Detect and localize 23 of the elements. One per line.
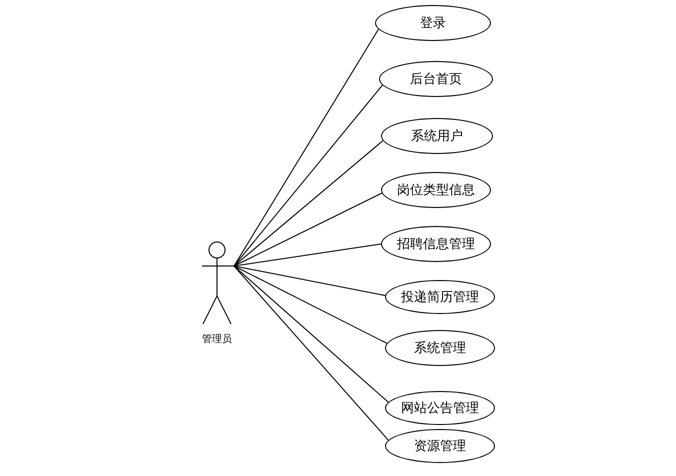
association-line bbox=[234, 140, 384, 266]
use-case-label: 系统用户 bbox=[411, 128, 463, 145]
association-line bbox=[234, 266, 386, 296]
use-case-ellipse bbox=[385, 391, 495, 425]
association-line bbox=[234, 28, 379, 266]
use-case-ellipse bbox=[379, 61, 493, 97]
association-line bbox=[234, 266, 388, 344]
use-case-label: 招聘信息管理 bbox=[397, 236, 475, 253]
actor-name: 管理员 bbox=[202, 333, 232, 346]
use-case-label: 登录 bbox=[420, 15, 446, 32]
association-line bbox=[234, 192, 382, 266]
use-case-ellipse bbox=[385, 429, 495, 463]
use-case-ellipse bbox=[375, 5, 491, 41]
use-case-label: 投递简历管理 bbox=[401, 289, 479, 306]
association-line bbox=[234, 266, 389, 403]
use-case-label: 资源管理 bbox=[414, 438, 466, 455]
use-case-label: 岗位类型信息 bbox=[397, 182, 475, 199]
use-case-label: 网站公告管理 bbox=[401, 400, 479, 417]
association-line bbox=[234, 266, 389, 441]
use-case-label: 后台首页 bbox=[410, 71, 462, 88]
association-line bbox=[234, 84, 383, 266]
association-line bbox=[234, 244, 382, 266]
use-case-label: 系统管理 bbox=[414, 340, 466, 357]
